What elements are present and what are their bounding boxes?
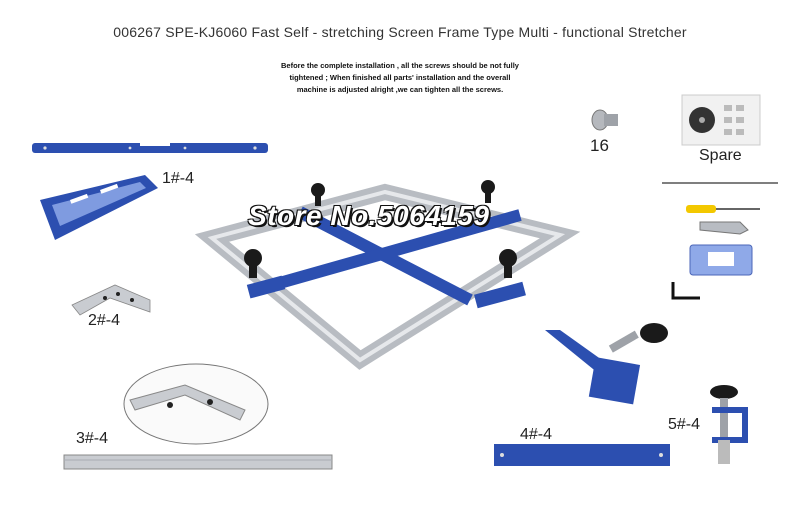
part-4-bar	[494, 444, 670, 466]
adjuster-bracket	[545, 323, 668, 405]
store-watermark: Store No.5064159	[248, 200, 490, 231]
tools-group	[662, 182, 778, 300]
note-line-3: machine is adjusted alright ,we can tigh…	[296, 85, 504, 94]
installation-note: Before the complete installation , all t…	[230, 60, 570, 96]
label-part-5: 5#-4	[668, 416, 701, 433]
label-part-4: 4#-4	[520, 426, 553, 443]
part-1-bar	[32, 142, 268, 153]
note-line-2: tightened ; When finished all parts' ins…	[289, 73, 511, 82]
part-2-corner	[71, 284, 151, 316]
part-16-screw	[591, 109, 618, 131]
part-3-bar	[63, 363, 333, 470]
label-spare: Spare	[699, 147, 742, 164]
label-part-3: 3#-4	[76, 430, 109, 447]
product-title: 006267 SPE-KJ6060 Fast Self - stretching…	[113, 24, 687, 40]
label-part-1: 1#-4	[162, 170, 195, 187]
spare-parts-image	[681, 94, 761, 146]
label-part-16: 16	[590, 136, 609, 155]
note-line-1: Before the complete installation , all t…	[281, 61, 519, 70]
part-5-clamp	[710, 385, 748, 464]
label-part-2: 2#-4	[88, 312, 121, 329]
main-stretcher-frame	[194, 180, 581, 370]
part-1-detail	[40, 175, 158, 240]
